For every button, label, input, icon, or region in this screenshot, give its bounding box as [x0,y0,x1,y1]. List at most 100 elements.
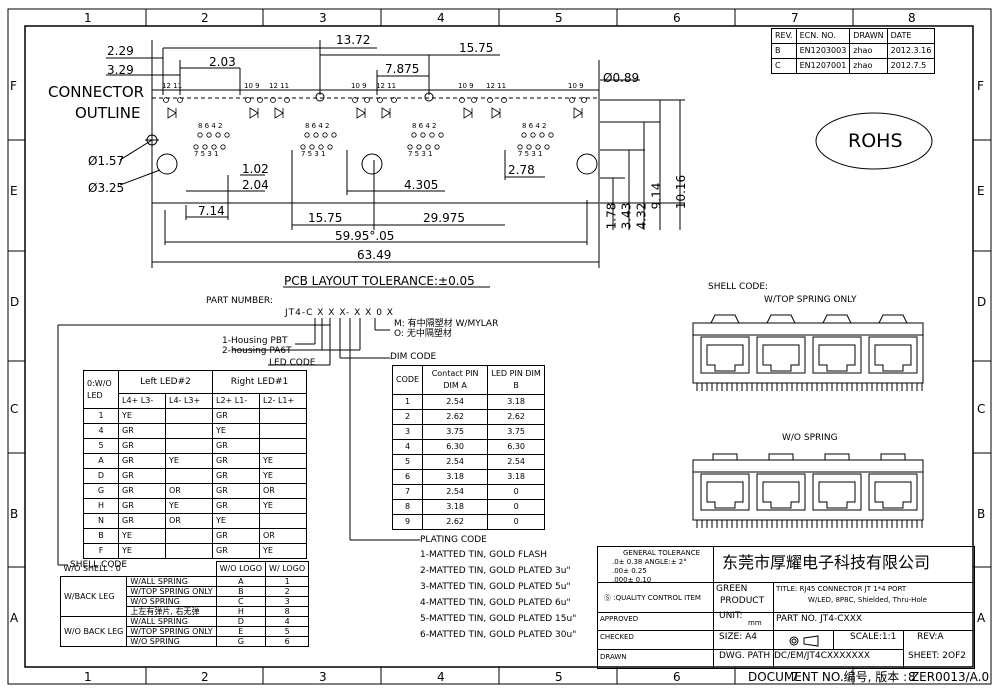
general-tolerance: GENERAL TOLERANCE [623,549,701,557]
shell-table-cell: 3 [265,596,310,607]
led-diode [249,107,259,119]
shell-table-cell: W/TOP SPRING ONLY [126,586,217,597]
frame-column-label: 8 [908,11,916,25]
led-table-cell: F [83,543,119,559]
shell-table-cell: B [215,586,267,597]
dim-table-cell: 6.30 [422,439,489,455]
shell-outline [692,322,924,384]
dim-label: 2.29 [107,44,134,58]
shell-back-leg-group: W/O BACK LEG [59,616,128,647]
dim-label-vertical: 1.78 [604,202,619,230]
dim-table-cell: 3.75 [487,424,546,440]
wo-shell: W/O SHELL : 0 [60,561,217,577]
port-opening [868,473,918,511]
top-spring-view-label: W/TOP SPRING ONLY [764,295,857,305]
contact-pin [318,144,324,150]
date-cell: 2012.7.5 [886,58,936,74]
pin-number-label: 10 9 [244,82,260,90]
dwg-path-label: DWG. PATH [719,651,771,661]
led-table-cell: 4 [83,423,119,439]
shell-table-cell: 2 [265,586,310,597]
led-table-cell: GR [212,528,260,544]
led-diode [381,107,391,119]
led-table-cell: GR [118,468,166,484]
contact-pin [215,132,221,138]
led-table-cell [259,408,307,424]
dwg-path-value: DC/EM/JT4CXXXXXXX [774,651,871,661]
led-pin [569,97,575,103]
pin-number-label: 7 5 3 1 [301,150,326,158]
sheet-field: SHEET: 2OF2 [908,651,966,661]
port-opening [812,336,862,374]
pin-number-label: 12 11 [376,82,397,90]
port-opening [700,336,750,374]
dim-table-cell: 0 [487,484,546,500]
shell-table-cell: W/O SPRING [126,636,217,647]
dim-label: 15.75 [308,211,343,225]
dim-table-cell: 6.30 [487,439,546,455]
contact-pin [420,132,426,138]
pin-number-label: 12 11 [486,82,507,90]
plating-option: 6-MATTED TIN, GOLD PLATED 30u" [420,630,577,640]
led-table-cell: YE [165,453,213,469]
shell-table-cell: A [215,576,267,587]
dim-table-cell: 2 [391,409,424,425]
led-table-cell: GR [212,438,260,454]
led-table-cell: GR [118,483,166,499]
ecn-cell: EN1207001 [795,58,851,74]
shell-back-leg-group: W/BACK LEG [59,576,128,617]
led-code-header: 0:W/O LED [83,370,119,409]
frame-row-label: F [10,79,17,93]
led-table-cell: YE [118,528,166,544]
port-opening [756,473,806,511]
rev-cell: C [771,58,797,74]
dim-label: 15.75 [459,41,494,55]
shell-table-cell: W/ALL SPRING [126,616,217,627]
drawn-cell: zhao [849,43,888,59]
approved-label: APPROVED [600,615,639,623]
contact-pin [313,132,319,138]
dim-table-cell: 1 [391,394,424,410]
led-diode [167,107,177,119]
pin-number-label: 7 5 3 1 [518,150,543,158]
dim-label-vertical: 3.43 [619,202,634,230]
pin-number-label: 8 6 4 2 [305,122,330,130]
led-diode [573,107,583,119]
dim-label: 3.29 [107,63,134,77]
contact-pin [211,144,217,150]
led-subheader: L4- L3+ [165,393,213,409]
pcb-layout-title: PCB LAYOUT TOLERANCE:±0.05 [284,274,475,288]
dim-table-cell: 0 [487,514,546,530]
dim-table-cell: 2.62 [422,409,489,425]
port-opening [700,473,750,511]
pin-number-label: 12 11 [269,82,290,90]
dim-label: 2.78 [508,163,535,177]
dim-label: 1.02 [242,162,269,176]
shell-code-view-label: SHELL CODE: [708,282,769,292]
rev-header: REV. [771,28,797,44]
shell-code-table: W/O SHELL : 0 W/O LOGO W/ LOGO W/BACK LE… [59,561,310,647]
shell-table-cell: W/ALL SPRING [126,576,217,587]
pin-number-label: 8 6 4 2 [198,122,223,130]
frame-column-label: 3 [319,11,327,25]
led-pin [245,97,251,103]
title-line-1: TITLE: RJ45 CONNECTOR JT 1*4 PORT [776,585,907,593]
plating-option: 5-MATTED TIN, GOLD PLATED 15u" [420,614,577,624]
dim-b-header: LED PIN DIM B [487,365,546,395]
connector-outline-label: CONNECTOR [48,83,145,101]
rev-cell: B [771,43,797,59]
led-code-table: 0:W/O LED Left LED#2 Right LED#1 L4+ L3-… [83,370,307,559]
led-table-cell: GR [212,468,260,484]
frame-column-label: 5 [555,11,563,25]
pin-number-label: 7 5 3 1 [408,150,433,158]
pin-number-label: 10 9 [351,82,367,90]
dim-label: 2.03 [209,55,236,69]
housing-option-1: 1-Housing PBT [222,336,288,346]
led-table-cell [165,408,213,424]
frame-column-label: 7 [791,11,799,25]
dim-table-cell: 7 [391,484,424,500]
led-table-cell: YE [118,408,166,424]
frame-row-label: E [977,184,985,198]
frame-row-label: C [10,402,19,416]
frame-row-label: D [10,295,20,309]
